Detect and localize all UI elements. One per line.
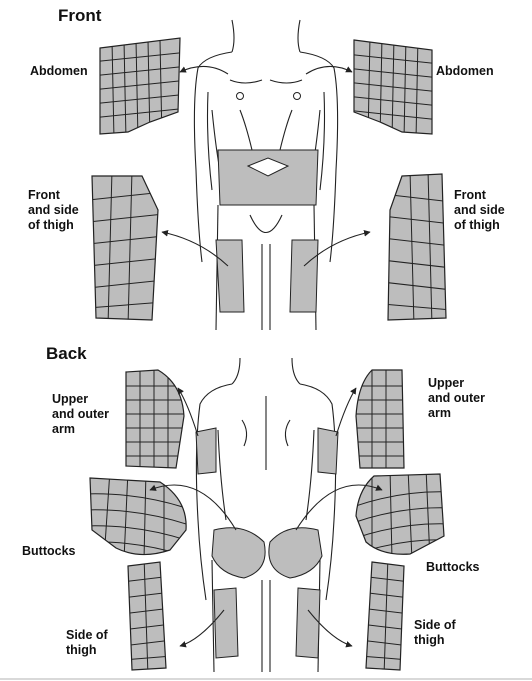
front-arrows <box>161 65 371 267</box>
front-thigh-patch-left <box>91 175 159 321</box>
side-thigh-label-right: Side of thigh <box>414 618 456 648</box>
navel-exclusion <box>246 157 290 177</box>
front-thigh-label-left: Front and side of thigh <box>28 188 79 233</box>
buttocks-patch-left <box>89 477 187 556</box>
side-thigh-label-left-line1: Side of <box>66 628 108 642</box>
abdomen-patch-left <box>99 37 181 135</box>
upper-arm-label-left-line1: Upper <box>52 392 89 406</box>
upper-arm-label-left-line2: and outer <box>52 407 109 421</box>
buttocks-patch-right <box>355 473 445 555</box>
abdomen-label-left: Abdomen <box>30 64 88 78</box>
upper-arm-left-region <box>195 427 217 475</box>
buttocks-label-left: Buttocks <box>22 544 76 558</box>
front-thigh-label-left-line2: and side <box>28 203 79 217</box>
upper-arm-patch-left <box>125 369 185 469</box>
side-thigh-left-region <box>213 587 239 659</box>
abdomen-label-right: Abdomen <box>436 64 494 78</box>
upper-arm-label-right: Upper and outer arm <box>428 376 485 421</box>
side-thigh-label-right-line1: Side of <box>414 618 456 632</box>
front-thigh-label-right-line1: Front <box>454 188 486 202</box>
bottom-divider <box>0 678 532 680</box>
side-thigh-label-right-line2: thigh <box>414 633 445 647</box>
front-thigh-label-left-line3: of thigh <box>28 218 74 232</box>
side-thigh-right-region <box>295 587 321 659</box>
upper-arm-label-right-line3: arm <box>428 406 451 420</box>
front-thigh-left-region <box>215 239 245 313</box>
side-thigh-label-left-line2: thigh <box>66 643 97 657</box>
front-thigh-label-left-line1: Front <box>28 188 60 202</box>
abdomen-patch-right <box>353 39 433 135</box>
upper-arm-label-right-line1: Upper <box>428 376 465 390</box>
back-heading: Back <box>46 344 87 363</box>
front-thigh-label-right-line2: and side <box>454 203 505 217</box>
side-thigh-patch-right <box>365 561 405 671</box>
front-thigh-label-right: Front and side of thigh <box>454 188 505 233</box>
upper-arm-label-left: Upper and outer arm <box>52 392 109 437</box>
upper-arm-label-right-line2: and outer <box>428 391 485 405</box>
back-arrows <box>149 387 383 648</box>
front-thigh-patch-right <box>387 173 447 321</box>
side-thigh-patch-left <box>127 561 167 671</box>
buttocks-right-region <box>268 527 323 579</box>
buttocks-label-right: Buttocks <box>426 560 480 574</box>
nipple-marks <box>236 92 301 100</box>
upper-arm-patch-right <box>355 369 405 469</box>
front-heading: Front <box>58 6 102 25</box>
front-abdomen-region <box>217 149 319 206</box>
upper-arm-label-left-line3: arm <box>52 422 75 436</box>
front-thigh-label-right-line3: of thigh <box>454 218 500 232</box>
side-thigh-label-left: Side of thigh <box>66 628 108 658</box>
upper-arm-right-region <box>317 427 339 475</box>
buttocks-left-region <box>211 527 266 579</box>
front-thigh-right-region <box>289 239 319 313</box>
